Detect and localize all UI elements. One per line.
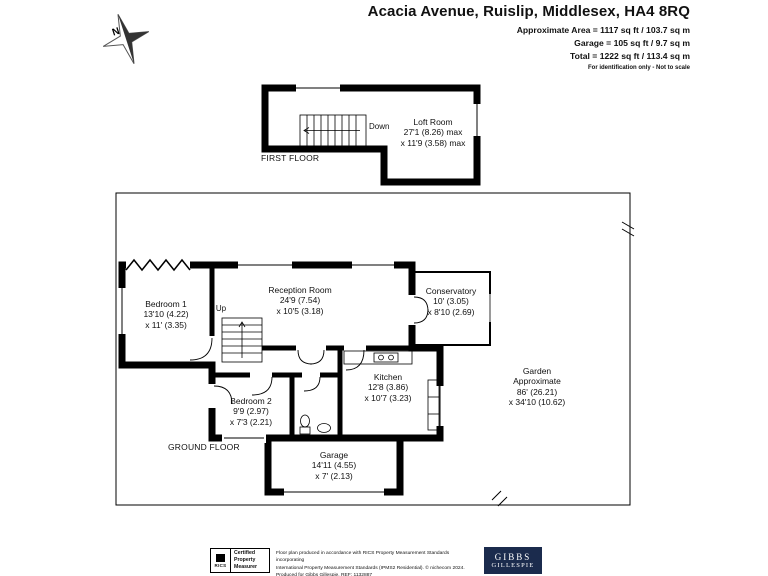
room-name: Loft Room <box>413 117 453 127</box>
room-dimension: x 34'10 (10.62) <box>508 397 566 408</box>
room-name: Bedroom 2 <box>230 396 272 406</box>
room-label-reception-room: Reception Room 24'9 (7.54) x 10'5 (3.18) <box>255 285 345 316</box>
total-area-line: Total = 1222 sq ft / 113.4 sq m <box>570 50 690 61</box>
garage-walls <box>264 434 404 497</box>
garden-boundary <box>115 192 635 507</box>
room-dimension: x 10'7 (3.23) <box>364 392 412 403</box>
house-outer-walls <box>118 261 444 442</box>
room-name: Conservatory <box>425 286 477 296</box>
windows <box>117 260 446 443</box>
compass-north-label: N <box>111 26 121 39</box>
loft-stairs-icon <box>299 114 367 147</box>
room-name: Garage <box>319 450 349 460</box>
room-dimension: 27'1 (8.26) max <box>403 127 463 138</box>
page-title: Acacia Avenue, Ruislip, Middlesex, HA4 8… <box>367 3 690 20</box>
rics-logo: RICS <box>211 549 231 572</box>
room-label-kitchen: Kitchen 12'8 (3.86) x 10'7 (3.23) <box>343 372 433 403</box>
compass-icon: N <box>102 14 150 64</box>
rics-text: Certified Property Measurer <box>231 549 269 572</box>
room-dimension: 24'9 (7.54) <box>279 295 321 306</box>
brand-name-line: GILLESPIE <box>491 562 535 569</box>
brand-name-line: GIBBS <box>494 552 532 562</box>
rics-line: Certified <box>234 550 256 557</box>
conservatory-house-door-gap <box>406 295 418 325</box>
interior-walls <box>209 267 410 436</box>
door-arcs <box>189 296 429 405</box>
bathroom-fixtures-icon <box>299 414 331 435</box>
first-floor-label: FIRST FLOOR <box>261 153 320 163</box>
garage-area-line: Garage = 105 sq ft / 9.7 sq m <box>574 37 690 48</box>
room-label-conservatory: Conservatory 10' (3.05) x 8'10 (2.69) <box>406 286 496 317</box>
boundary-break-icon <box>491 490 508 507</box>
disclaimer-line: International Property Measurement Stand… <box>276 565 465 571</box>
room-dimension: 10' (3.05) <box>433 296 469 307</box>
rics-wordmark: RICS <box>214 562 227 568</box>
room-dimension: 13'10 (4.22) <box>143 309 189 320</box>
disclaimer-line: Produced for Gibbs Gillespie. REF: 11328… <box>276 573 373 576</box>
rics-certification-badge: RICS Certified Property Measurer <box>210 548 270 573</box>
room-dimension: x 7' (2.13) <box>315 470 353 481</box>
room-label-garage: Garage 14'11 (4.55) x 7' (2.13) <box>289 450 379 481</box>
boundary-break-icon <box>621 221 635 237</box>
room-name: Garden <box>522 366 552 376</box>
rics-line: Measurer <box>234 563 258 570</box>
first-floor-outline <box>261 83 482 186</box>
room-dimension: x 11'9 (3.58) max <box>400 137 466 148</box>
room-dimension: 12'8 (3.86) <box>367 382 409 393</box>
rics-line: Property <box>234 557 256 564</box>
room-dimension: 86' (26.21) <box>516 386 558 397</box>
room-label-bedroom-1: Bedroom 1 13'10 (4.22) x 11' (3.35) <box>121 299 211 330</box>
room-dimension: 14'11 (4.55) <box>311 460 357 471</box>
room-dimension: 9'9 (2.97) <box>233 406 269 417</box>
identification-note: For identification only - Not to scale <box>587 64 690 71</box>
disclaimer-line: Floor plan produced in accordance with R… <box>276 551 450 564</box>
header: Acacia Avenue, Ruislip, Middlesex, HA4 8… <box>368 3 690 71</box>
bay-window-icon <box>125 258 191 272</box>
room-name: Reception Room <box>268 285 332 295</box>
room-qualifier: Approximate <box>513 376 561 387</box>
room-label-bedroom-2: Bedroom 2 9'9 (2.97) x 7'3 (2.21) <box>206 396 296 427</box>
ground-floor-label: GROUND FLOOR <box>168 442 240 452</box>
gibbs-gillespie-logo: GIBBS GILLESPIE <box>484 547 542 574</box>
room-dimension: x 11' (3.35) <box>145 319 187 330</box>
room-name: Bedroom 1 <box>145 299 187 309</box>
stairs-icon <box>221 317 263 363</box>
room-dimension: x 10'5 (3.18) <box>276 305 324 316</box>
room-dimension: x 8'10 (2.69) <box>427 306 475 317</box>
front-door-gap <box>207 384 217 408</box>
garden-label: Garden Approximate 86' (26.21) x 34'10 (… <box>492 366 582 407</box>
kitchen-fixtures-icon <box>343 350 440 431</box>
footer-disclaimer: Floor plan produced in accordance with R… <box>276 550 476 576</box>
stairs-down-label: Down <box>369 122 390 131</box>
rics-crest-icon <box>216 553 225 562</box>
room-name: Kitchen <box>373 372 403 382</box>
room-dimension: x 7'3 (2.21) <box>229 416 273 427</box>
room-label-loft-room: Loft Room 27'1 (8.26) max x 11'9 (3.58) … <box>388 117 478 148</box>
stairs-up-label: Up <box>215 304 227 313</box>
approximate-area-line: Approximate Area = 1117 sq ft / 103.7 sq… <box>516 25 690 35</box>
